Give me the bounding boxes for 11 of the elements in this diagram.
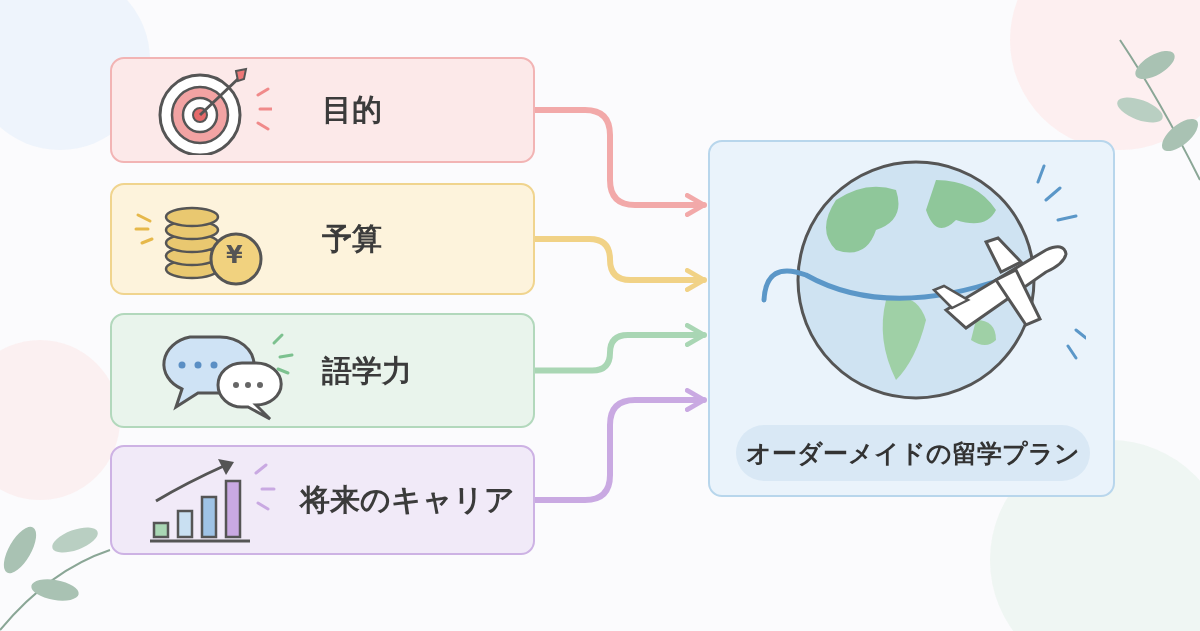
career-box [110, 445, 535, 555]
category-label: 語学力 [322, 351, 412, 390]
category-label: 目的 [322, 91, 382, 129]
language-box [110, 313, 535, 428]
goal-box [110, 57, 535, 163]
plan-title-pill: オーダーメイドの留学プラン [736, 425, 1090, 481]
study-plan-panel [708, 140, 1115, 497]
category-label: 予算 [322, 220, 382, 258]
yen-sign: ¥ [226, 243, 243, 267]
budget-box [110, 183, 535, 295]
category-label: 将来のキャリア [300, 481, 515, 519]
